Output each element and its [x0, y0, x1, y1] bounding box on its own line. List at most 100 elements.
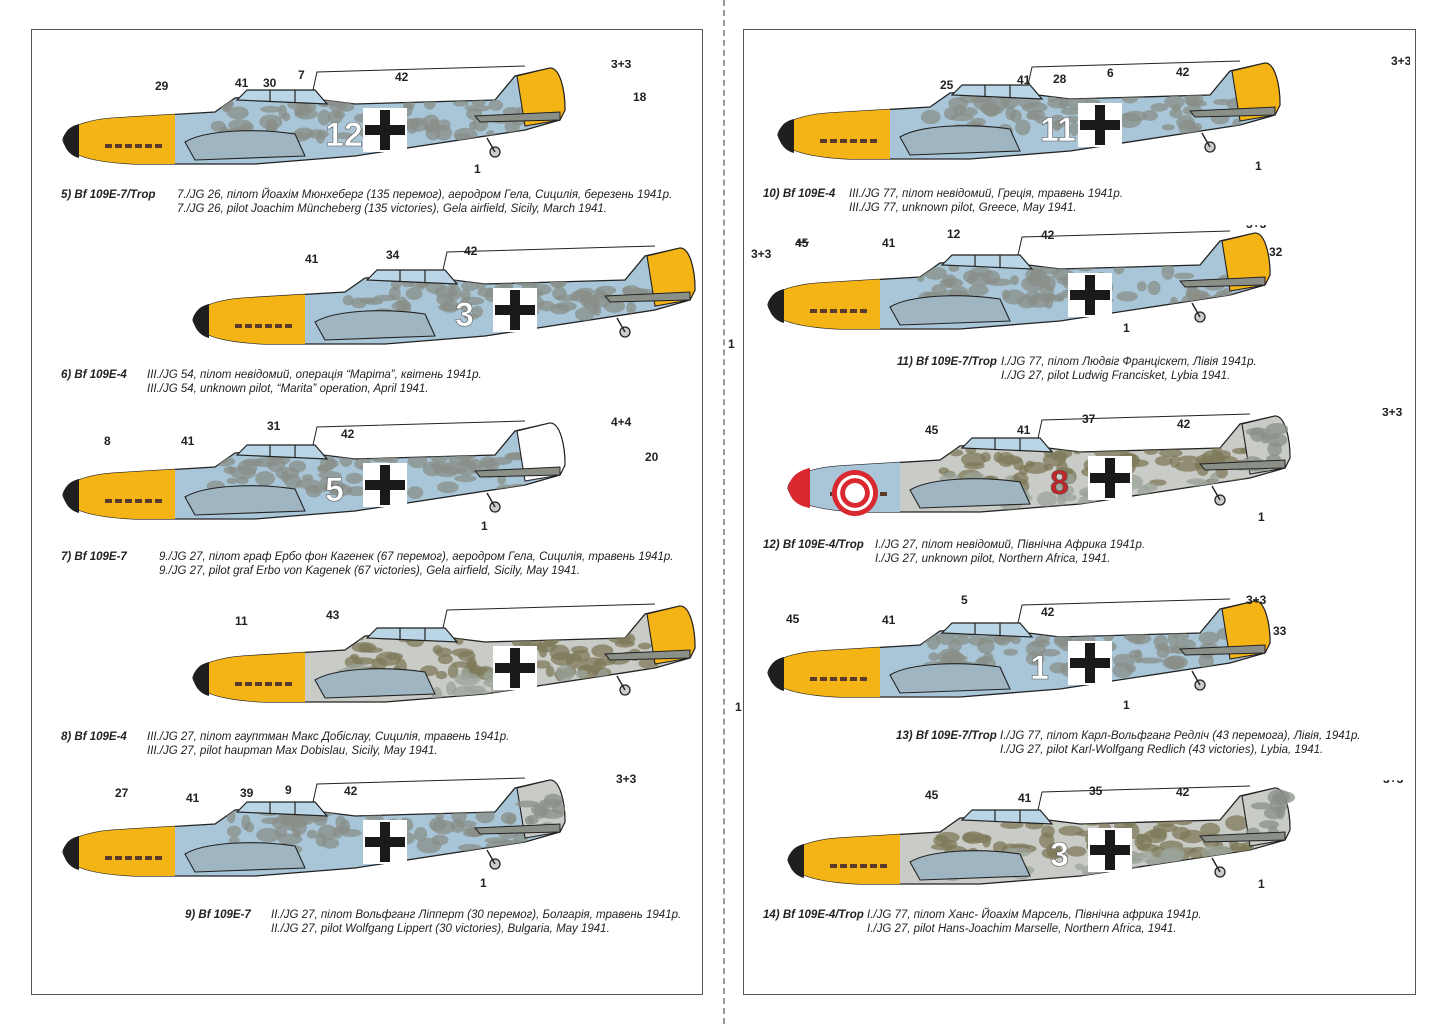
camouflage-mottle: [1015, 119, 1031, 136]
wing-root: [909, 850, 1031, 881]
callout-number-label: 33: [1273, 624, 1287, 638]
callout-number-label: 1: [1255, 159, 1262, 173]
camouflage-mottle: [1169, 296, 1179, 309]
wing-root: [889, 663, 1011, 694]
camouflage-mottle: [469, 120, 478, 131]
callout-number-label: 9: [285, 783, 292, 797]
camouflage-mottle: [1137, 281, 1147, 292]
camouflage-mottle: [436, 481, 459, 494]
camouflage-mottle: [1120, 88, 1139, 104]
camouflage-mottle: [351, 297, 367, 309]
exhaust-stack: [105, 144, 112, 148]
aircraft-model-label: 11) Bf 109E-7/Trop: [897, 356, 997, 368]
camouflage-mottle: [333, 110, 346, 119]
camouflage-mottle: [317, 464, 330, 474]
aircraft-model-label: 5) Bf 109E-7/Trop: [61, 189, 156, 201]
camouflage-mottle: [1175, 461, 1200, 472]
camouflage-mottle: [252, 457, 279, 468]
caption-ukrainian: I./JG 77, пілот Ханс- Йоахім Марсель, Пі…: [867, 909, 1202, 921]
black-spinner: [768, 289, 784, 323]
side-number: 1: [1030, 649, 1049, 687]
camouflage-mottle: [1198, 631, 1220, 645]
callout-number-label: 1: [481, 519, 488, 533]
camouflage-mottle: [533, 660, 551, 669]
camouflage-mottle: [1116, 291, 1138, 302]
exhaust-stack: [155, 144, 162, 148]
camouflage-mottle: [1047, 96, 1058, 103]
callout-number-label: 45: [795, 236, 809, 250]
camouflage-mottle: [1201, 845, 1218, 861]
callout-number-label: 42: [1041, 228, 1055, 242]
exhaust-stack: [275, 324, 282, 328]
camouflage-mottle: [306, 829, 318, 839]
camouflage-mottle: [475, 808, 495, 824]
aircraft-profile: 3454135423+31: [780, 772, 1420, 910]
tailplane: [1198, 459, 1286, 471]
camouflage-mottle: [259, 114, 283, 130]
exhaust-stack: [810, 677, 817, 681]
camouflage-mottle: [1042, 453, 1066, 467]
side-number: 3: [455, 296, 474, 334]
callout-number-label: 3+3: [1246, 225, 1267, 231]
camouflage-mottle: [260, 105, 282, 113]
callout-number-label: 3+3: [1246, 593, 1267, 607]
tailplane: [603, 649, 691, 661]
callout-number-label: 1: [1123, 321, 1130, 335]
camouflage-mottle: [451, 809, 467, 823]
camouflage-mottle: [226, 106, 249, 120]
callout-number-label: 41: [305, 252, 319, 266]
camouflage-mottle: [1005, 106, 1016, 121]
caption-english: I./JG 27, pilot Ludwig Francisket, Lybia…: [1001, 370, 1231, 382]
camouflage-mottle: [1267, 442, 1283, 457]
callout-number-label: 37: [1082, 412, 1096, 426]
exhaust-stack: [125, 144, 132, 148]
camouflage-mottle: [422, 461, 442, 477]
antenna-wire: [312, 420, 526, 446]
exhaust-stack: [155, 499, 162, 503]
camouflage-mottle: [948, 449, 964, 457]
caption-english: I./JG 27, pilot Karl-Wolfgang Redlich (4…: [1000, 744, 1324, 756]
camouflage-mottle: [345, 486, 368, 497]
camouflage-mottle: [637, 642, 652, 650]
antenna-wire: [312, 65, 526, 91]
camouflage-mottle: [1232, 447, 1250, 455]
camouflage-mottle: [450, 818, 465, 833]
canopy: [940, 622, 1034, 638]
black-spinner: [193, 304, 209, 338]
callout-number-label: 28: [1053, 72, 1067, 86]
callout-number-label: 1: [728, 337, 735, 351]
camouflage-mottle: [432, 645, 443, 655]
callout-number-label: 42: [464, 244, 478, 258]
canopy: [960, 809, 1054, 825]
camouflage-mottle: [457, 843, 482, 852]
exhaust-stack: [105, 856, 112, 860]
aircraft-profile: 11433+31: [185, 593, 884, 728]
camouflage-mottle: [1154, 456, 1173, 466]
camouflage-mottle: [416, 837, 442, 854]
camouflage-mottle: [488, 99, 504, 111]
camouflage-mottle: [435, 670, 448, 680]
camouflage-mottle: [1156, 646, 1170, 659]
callout-number-label: 1: [1123, 698, 1130, 712]
camouflage-mottle: [537, 691, 550, 699]
camouflage-mottle: [1172, 826, 1191, 840]
exhaust-stack: [245, 682, 252, 686]
camouflage-mottle: [997, 451, 1015, 467]
camouflage-mottle: [226, 809, 236, 824]
exhaust-stack: [830, 309, 837, 313]
callout-number-label: 30: [263, 76, 277, 90]
camouflage-mottle: [1128, 649, 1142, 659]
exhaust-stack: [115, 856, 122, 860]
camouflage-mottle: [1243, 853, 1255, 865]
camouflage-mottle: [448, 450, 471, 467]
exhaust-stack: [870, 139, 877, 143]
camouflage-mottle: [1113, 260, 1125, 275]
camouflage-mottle: [476, 277, 486, 292]
camouflage-mottle: [342, 295, 354, 306]
camouflage-mottle: [210, 120, 226, 132]
canopy: [365, 269, 459, 285]
